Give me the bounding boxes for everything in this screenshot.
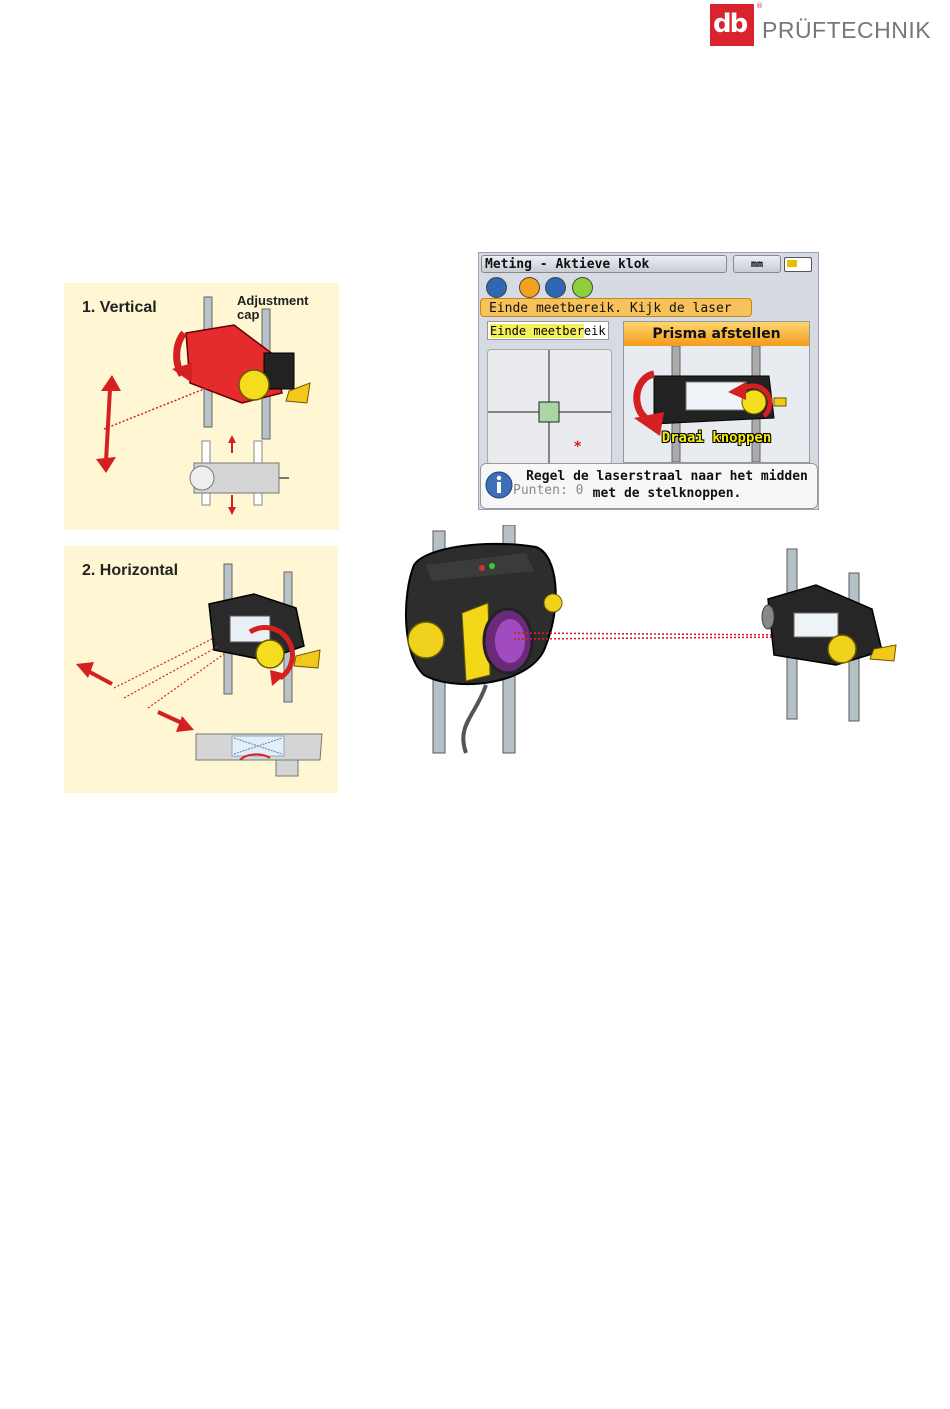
vertical-prism-illustration	[64, 283, 339, 530]
measurement-range-label: Einde meetbereik	[487, 321, 609, 340]
tab-results-icon[interactable]	[545, 277, 566, 298]
crosshair-plot: *	[487, 349, 612, 465]
brand-name: PRÜFTECHNIK	[762, 17, 931, 44]
vertical-adjustment-panel: 1. Vertical Adjustment cap	[64, 283, 339, 530]
measurement-range-label-highlight: Einde meetber	[490, 324, 584, 338]
registered-mark: ®	[756, 2, 763, 10]
horizontal-adjustment-panel: 2. Horizontal	[64, 546, 338, 793]
info-message-line-2: met de stelknoppen.	[519, 485, 815, 502]
battery-icon	[784, 257, 812, 272]
prism-adjust-panel: Prisma afstellen Draai knoppen	[623, 321, 810, 463]
units-indicator[interactable]: mm	[733, 255, 781, 273]
laser-prism-alignment-illustration	[396, 525, 916, 755]
tab-measure-icon[interactable]	[519, 277, 540, 298]
device-screen: Meting - Aktieve klok mm Einde meetberei…	[478, 252, 819, 510]
prism-adjust-title: Prisma afstellen	[624, 322, 809, 346]
info-message-line-1: Regel de laserstraal naar het midden	[519, 468, 815, 485]
tab-dimensions-icon[interactable]	[486, 277, 507, 298]
info-icon	[484, 470, 514, 500]
tab-download-icon[interactable]	[572, 277, 593, 298]
status-alert: Einde meetbereik. Kijk de laser na	[480, 298, 752, 317]
screen-title: Meting - Aktieve klok	[481, 255, 727, 273]
turn-knobs-caption: Draai knoppen	[624, 430, 809, 446]
crosshair-svg: *	[488, 350, 611, 464]
measurement-range-label-rest: eik	[584, 324, 606, 338]
svg-text:*: *	[574, 439, 582, 455]
prueftechnik-logo: db ® PRÜFTECHNIK	[710, 2, 935, 48]
db-logo-mark: db	[710, 4, 754, 46]
info-message-box: Punten: 0 Regel de laserstraal naar het …	[480, 463, 818, 509]
info-message: Regel de laserstraal naar het midden met…	[519, 468, 815, 502]
horizontal-prism-illustration	[64, 546, 338, 793]
